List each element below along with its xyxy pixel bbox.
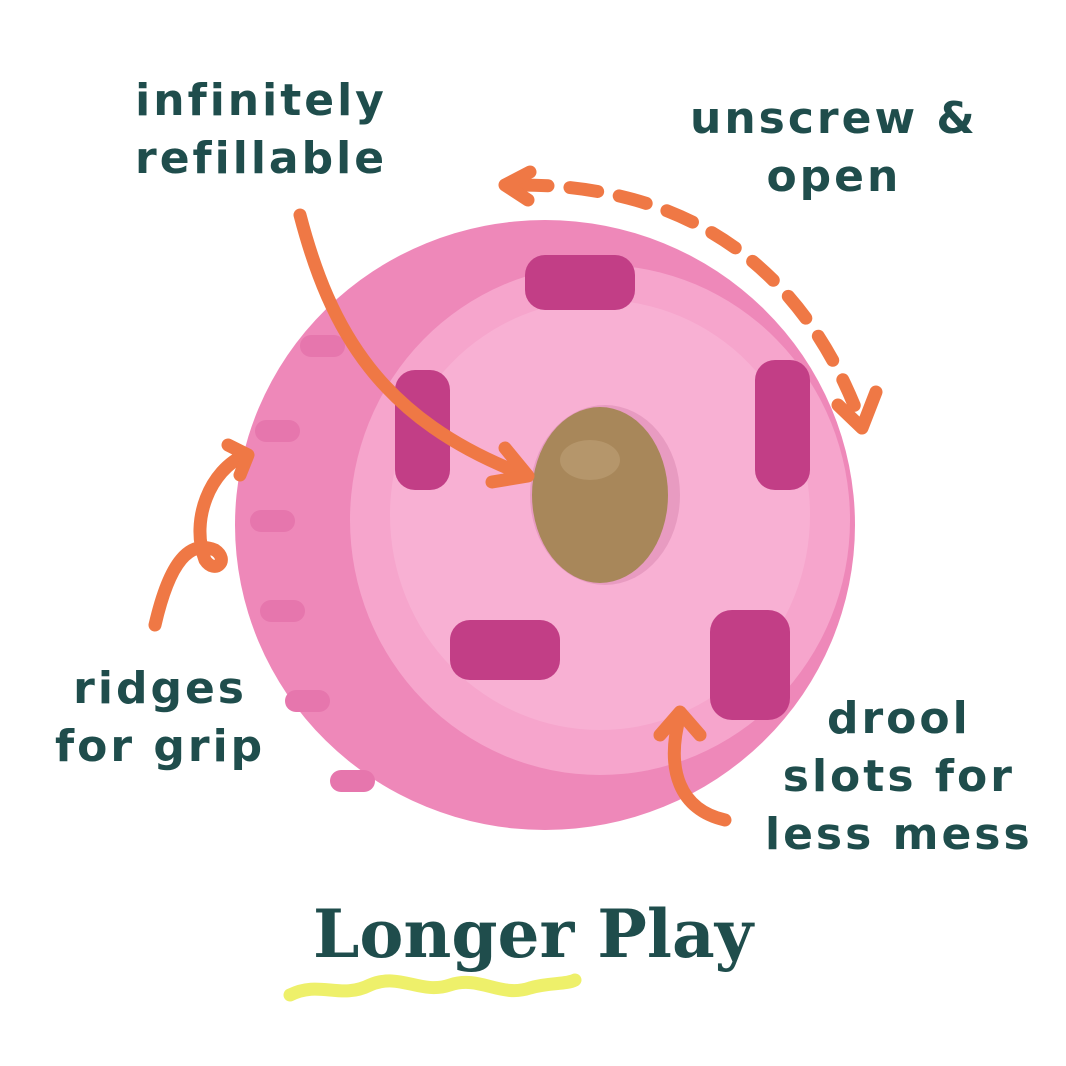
label-drool-slots: drool slots for less mess bbox=[765, 690, 1033, 864]
label-line: unscrew & bbox=[690, 93, 978, 144]
label-infinitely-refillable: infinitely refillable bbox=[135, 72, 387, 188]
label-line: slots for bbox=[782, 751, 1015, 802]
refill-arrow bbox=[293, 208, 532, 482]
treat bbox=[532, 407, 668, 583]
label-unscrew-open: unscrew & open bbox=[690, 90, 978, 206]
headline: Longer Play bbox=[312, 895, 754, 973]
label-ridges-for-grip: ridges for grip bbox=[55, 660, 265, 776]
arrows bbox=[148, 165, 883, 827]
label-line: for grip bbox=[55, 721, 266, 772]
label-line: less mess bbox=[765, 809, 1033, 860]
label-line: open bbox=[766, 151, 902, 202]
yellow-squiggle bbox=[283, 973, 582, 1002]
pink-toy-ball bbox=[235, 220, 855, 830]
unscrew-arrow bbox=[513, 178, 867, 427]
label-line: drool bbox=[826, 693, 971, 744]
label-line: ridges bbox=[73, 663, 247, 714]
drool-arrow bbox=[667, 708, 732, 827]
ridges-arrow bbox=[148, 448, 252, 632]
label-line: refillable bbox=[135, 133, 388, 184]
label-line: infinitely bbox=[135, 75, 387, 126]
